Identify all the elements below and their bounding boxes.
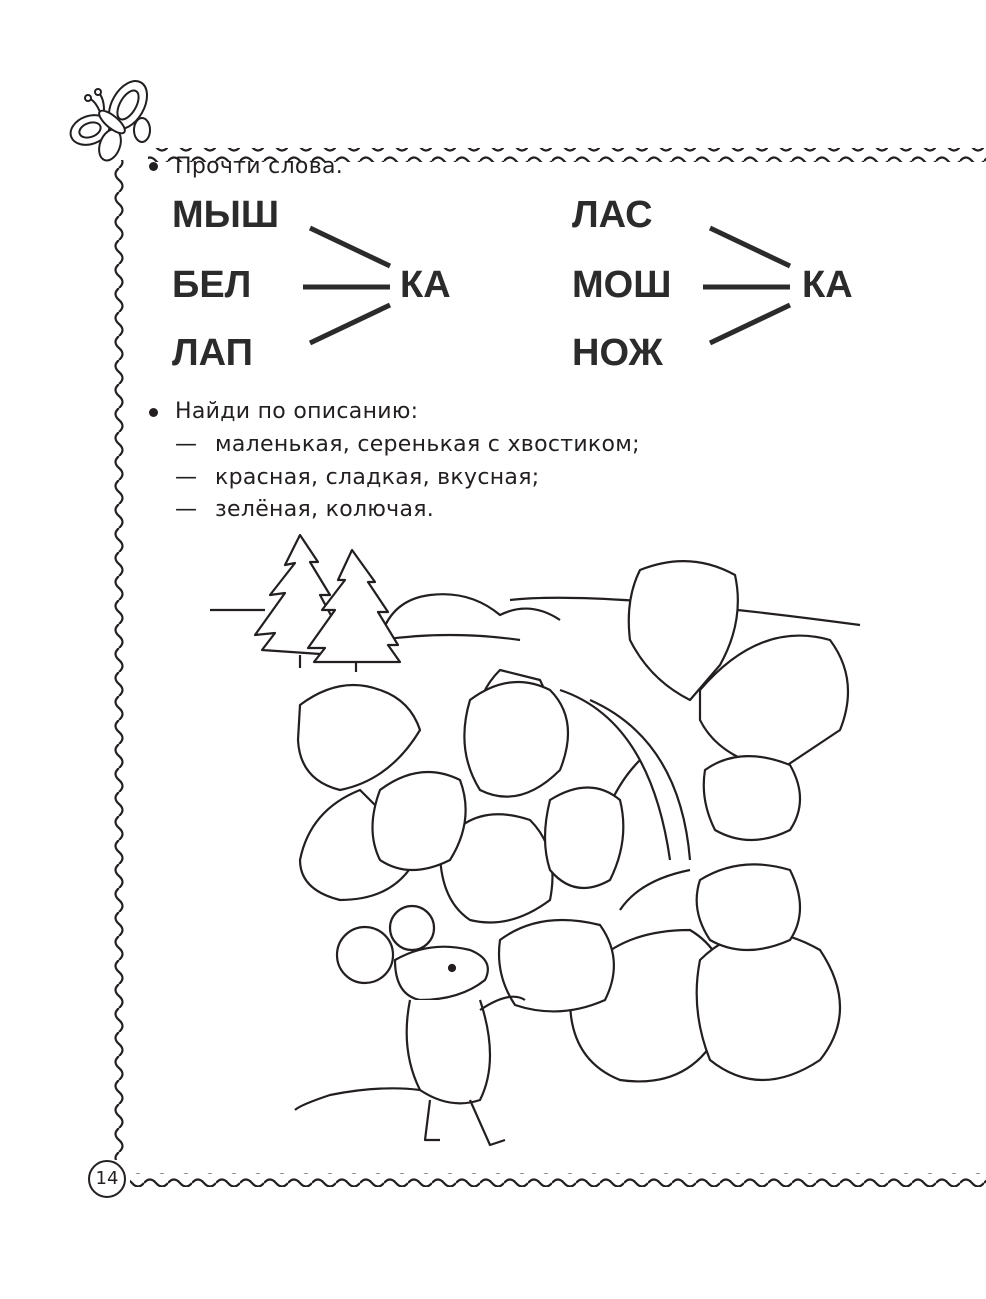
strawberry-icon [497,918,615,1013]
word-suffix: КА [802,264,853,306]
word-stem: ЛАС [572,194,653,236]
hills [378,593,561,641]
word-suffix: КА [400,264,451,306]
word-stem: МОШ [572,264,672,306]
strawberry-icon [702,755,801,842]
top-wavy-border [148,148,986,162]
word-stem: БЕЛ [172,264,252,306]
left-wavy-border [111,160,125,1160]
butterfly-icon [69,80,151,162]
bullet-icon [149,162,158,171]
description-item: зелёная, колючая. [215,497,435,522]
word-stem: МЫШ [172,194,280,236]
illustration [210,533,861,1147]
strawberry-icon [463,680,570,798]
dash: — [175,497,198,522]
dash: — [175,465,198,490]
strawberry-icon [695,863,801,952]
leaf [695,931,842,1082]
leaf [698,634,850,772]
bottom-wavy-border [130,1173,986,1187]
leaf [438,813,554,924]
bullet-icon [149,408,158,417]
task1-instruction: Прочти слова. [175,154,344,179]
strawberry-icon [371,770,467,871]
word-stem: ЛАП [172,332,253,374]
description-item: маленькая, серенькая с хвостиком; [215,432,640,457]
fir-tree-icon [253,533,342,657]
leaf [298,788,422,902]
word-stem: НОЖ [572,332,663,374]
description-item: красная, сладкая, вкусная; [215,465,540,490]
connector-lines [303,225,792,346]
task2-instruction: Найди по описанию: [175,399,419,424]
page-number: 14 [88,1160,126,1198]
mouse-icon [294,904,526,1147]
strawberry-icon [543,786,625,890]
dash: — [175,432,198,457]
leaf [296,683,422,792]
leaf [627,560,739,702]
